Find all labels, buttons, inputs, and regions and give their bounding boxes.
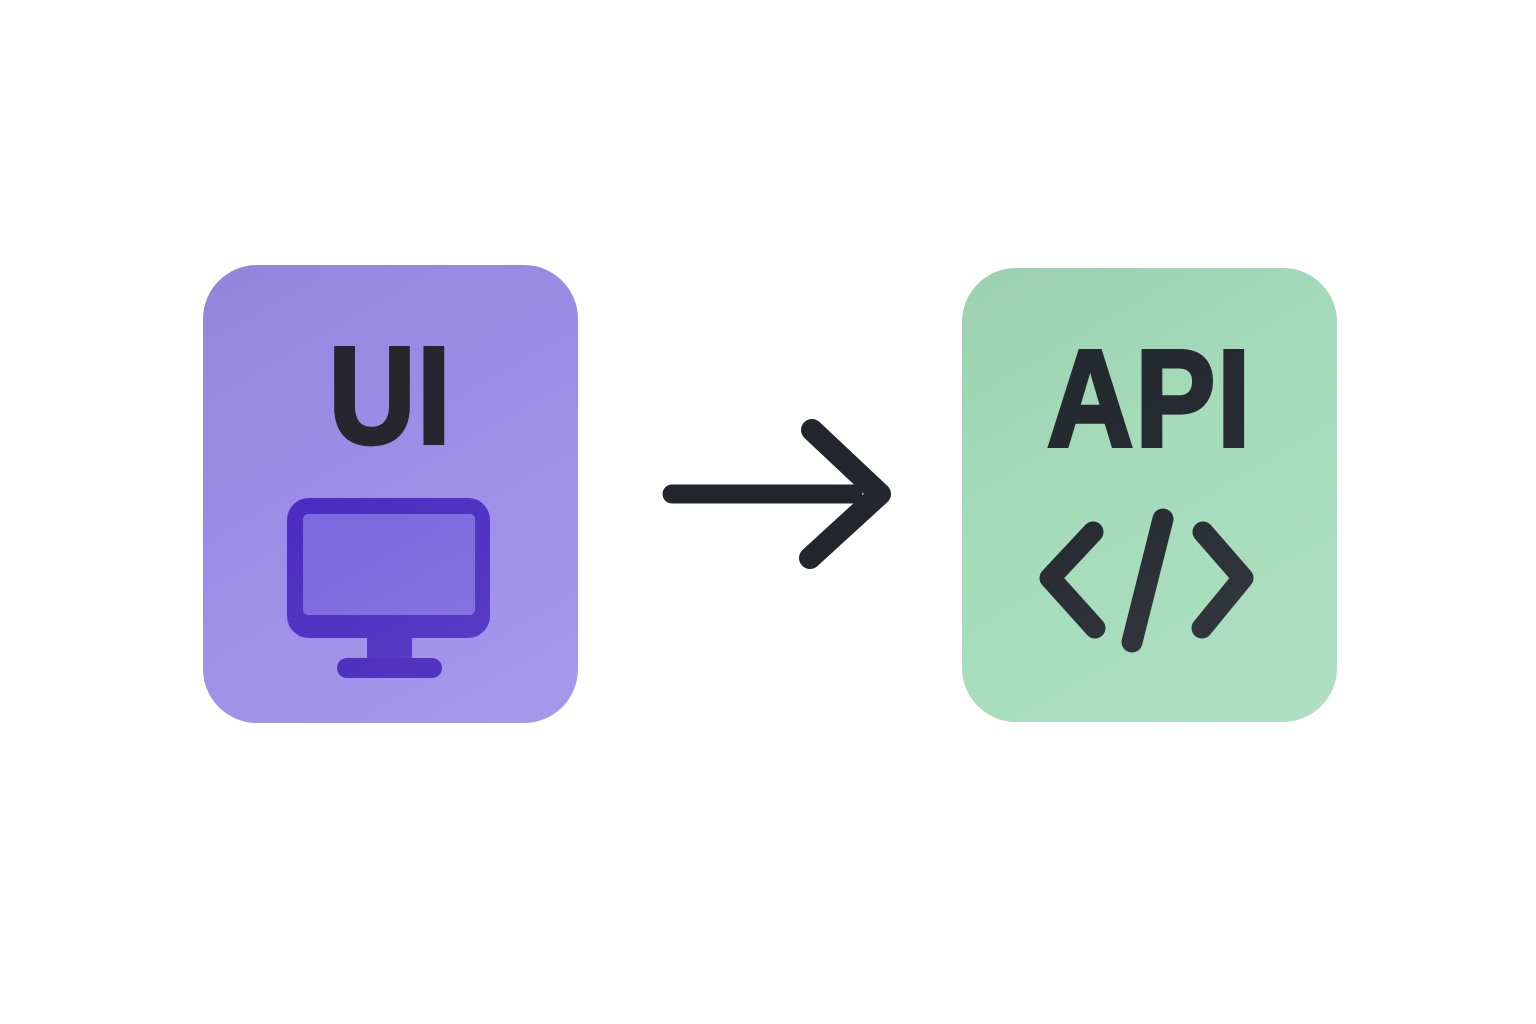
code-left-chevron xyxy=(1039,521,1106,639)
right-arrow-icon xyxy=(662,419,891,569)
monitor-icon xyxy=(287,498,490,678)
code-slash xyxy=(1121,508,1174,653)
code-right-chevron xyxy=(1191,521,1254,639)
monitor-screen xyxy=(303,514,475,615)
ui-card: UI xyxy=(203,265,578,723)
code-icon-strokes xyxy=(1039,508,1254,653)
ui-card-label: UI xyxy=(327,319,453,473)
right-arrow-strokes xyxy=(662,419,891,569)
code-icon xyxy=(1039,508,1254,653)
monitor-base xyxy=(337,658,442,678)
api-card-label: API xyxy=(1045,322,1253,476)
api-card: API xyxy=(962,268,1337,722)
